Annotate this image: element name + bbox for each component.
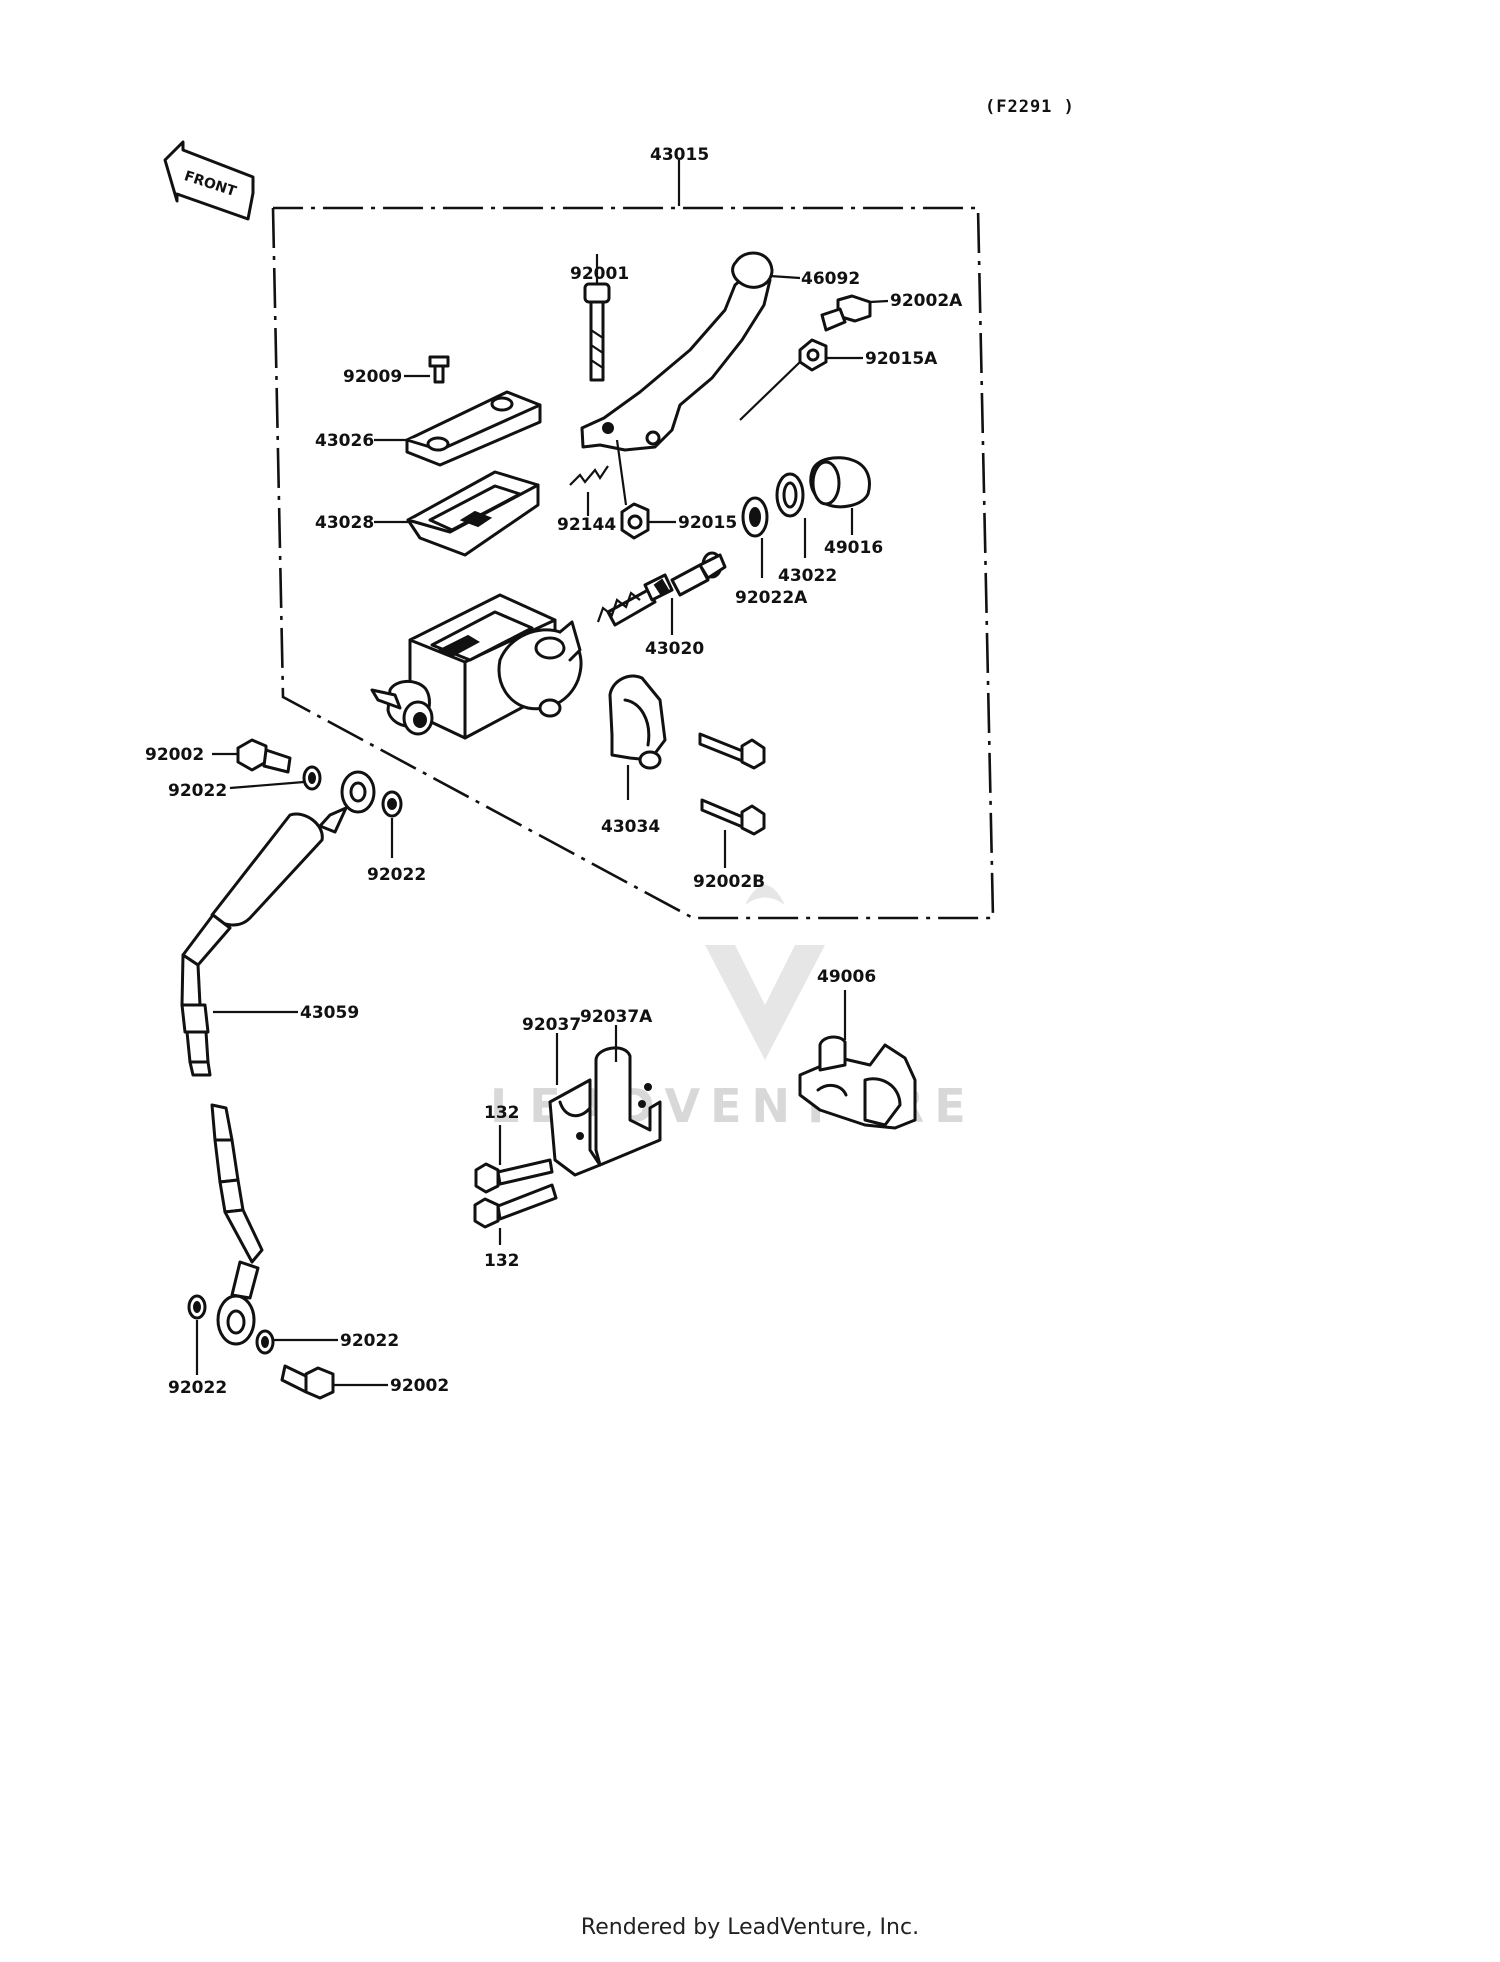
piston-circlip [775,472,807,558]
callout-132-b: 132 [484,1251,520,1271]
callout-92022-d: 92022 [168,1378,227,1398]
callout-132-a: 132 [484,1103,520,1123]
upper-banjo-bolt [212,738,292,774]
reservoir-cap [374,390,542,467]
callout-49016: 49016 [824,538,883,558]
callout-92022-a: 92022 [168,781,227,801]
callout-92022-c: 92022 [340,1331,399,1351]
callout-43059: 43059 [300,1003,359,1023]
callout-43034: 43034 [601,817,660,837]
piston-assembly [596,551,727,635]
callout-92144: 92144 [557,515,616,535]
callout-92037A: 92037A [580,1007,653,1027]
callout-92002A: 92002A [890,291,963,311]
front-direction-arrow-icon: FRONT [163,140,255,221]
bracket-bolts [473,1125,558,1245]
reservoir-cap-screw [404,355,450,384]
callout-92015: 92015 [678,513,737,533]
callout-46092: 46092 [801,269,860,289]
reservoir-diaphragm [374,470,540,557]
diagram-reference-code: (F2291 ) [985,97,1075,117]
callout-43015: 43015 [650,145,709,165]
piston-washer [741,496,769,578]
pivot-nut [615,439,676,540]
lever-pivot-bolt [583,254,611,382]
brake-lever [580,251,801,452]
callout-92001: 92001 [570,264,629,284]
callout-92015A: 92015A [865,349,938,369]
callout-92002-top: 92002 [145,745,204,765]
hose-brackets [548,1025,662,1177]
callout-43028: 43028 [315,513,374,533]
callout-92022A: 92022A [735,588,808,608]
callout-49006: 49006 [817,967,876,987]
callout-92009: 92009 [343,367,402,387]
callout-92022-b: 92022 [367,865,426,885]
master-cylinder-cover [798,990,917,1130]
callout-43020: 43020 [645,639,704,659]
master-cylinder-body [370,593,583,740]
pivot-spring [569,465,609,516]
handlebar-clamp [608,674,667,800]
upper-banjo-washers [229,765,403,858]
callout-92002-bottom: 92002 [390,1376,449,1396]
lower-banjo-hardware [187,1294,388,1400]
brake-hose [180,770,376,1346]
callout-92002B: 92002B [693,872,765,892]
callout-92037: 92037 [522,1015,581,1035]
clamp-bolts [698,732,766,868]
master-cylinder-assembly-outline: 43015 [271,145,995,920]
lever-locknut [739,338,863,421]
callout-43022: 43022 [778,566,837,586]
callout-43026: 43026 [315,431,374,451]
lever-adjust-bolt [820,294,889,332]
footer-credit: Rendered by LeadVenture, Inc. [580,1915,920,1940]
piston-dust-boot [809,456,871,535]
